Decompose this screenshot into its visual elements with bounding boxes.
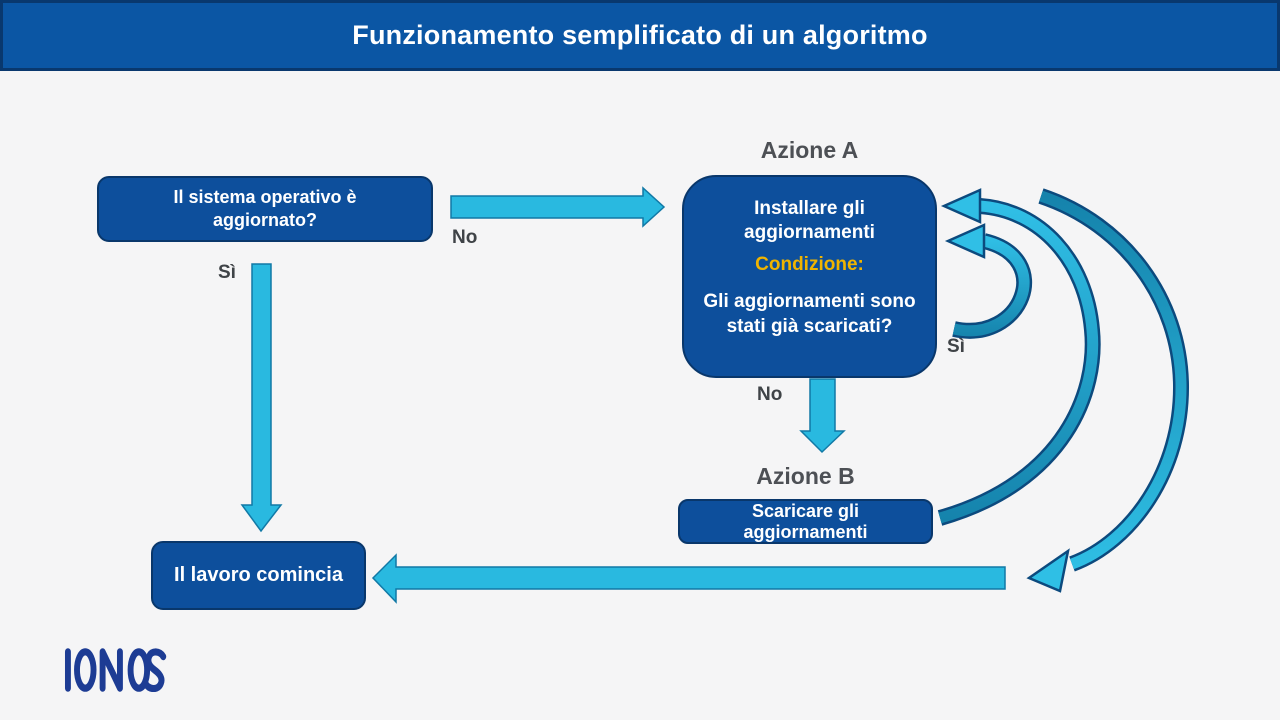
ionos-logo bbox=[64, 648, 167, 692]
node-action-a: Installare gli aggiornamenti Condizione:… bbox=[682, 175, 937, 378]
logo-letter-s bbox=[142, 648, 167, 692]
action-a-label: Installare gli aggiornamenti bbox=[744, 198, 875, 243]
title-banner: Funzionamento semplificato di un algorit… bbox=[0, 0, 1280, 71]
node-end-label: Il lavoro comincia bbox=[174, 564, 343, 586]
logo-letter-o1 bbox=[74, 648, 97, 692]
logo-letter-n bbox=[99, 648, 123, 692]
action-b-label: Scaricare gli aggiornamenti bbox=[743, 500, 868, 542]
arrow-start-to-end bbox=[240, 263, 283, 533]
action-a-condition-title: Condizione: bbox=[755, 254, 864, 275]
node-end: Il lavoro comincia bbox=[151, 541, 366, 610]
arrow-start-to-action-a bbox=[450, 186, 666, 228]
arrow-action-a-to-action-b bbox=[799, 378, 846, 454]
arrow-curve-to-end bbox=[371, 553, 1006, 604]
action-a-condition-question: Gli aggiornamenti sono stati già scarica… bbox=[703, 291, 916, 337]
curve-action-b-to-action-a bbox=[937, 188, 1101, 526]
edge-label-si-loop: Sì bbox=[947, 336, 965, 357]
edge-label-no-start: No bbox=[452, 227, 478, 248]
action-a-header: Azione A bbox=[760, 137, 859, 163]
edge-label-si-start: Sì bbox=[218, 262, 236, 283]
curve-action-a-self-loop bbox=[944, 223, 1033, 339]
action-b-header: Azione B bbox=[756, 463, 855, 489]
diagram-title: Funzionamento semplificato di un algorit… bbox=[352, 20, 928, 50]
node-start-label: Il sistema operativo è aggiornato? bbox=[173, 187, 357, 230]
edge-label-no-action-a: No bbox=[757, 384, 783, 405]
curve-action-a-to-end bbox=[1026, 188, 1190, 593]
logo-letter-o2 bbox=[127, 648, 151, 692]
node-start: Il sistema operativo è aggiornato? bbox=[97, 176, 433, 242]
node-action-b: Scaricare gli aggiornamenti bbox=[678, 499, 933, 544]
